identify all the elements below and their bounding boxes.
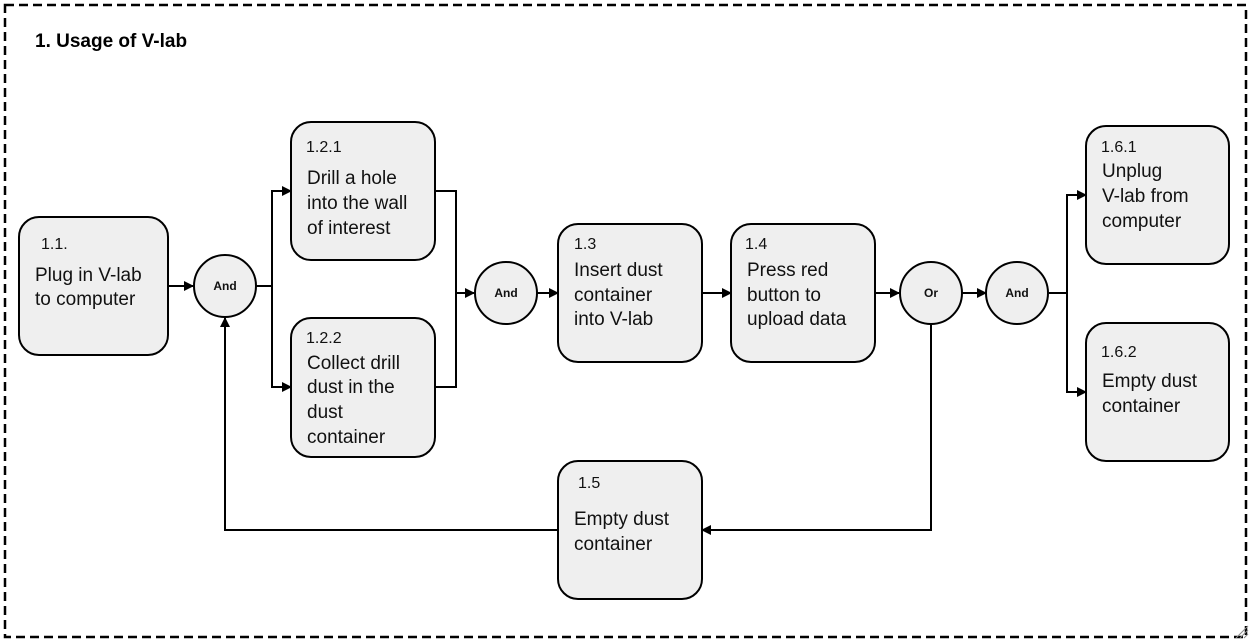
step-number: 1.1. <box>41 236 68 253</box>
step-1-1[interactable]: 1.1. Plug in V-lab to computer <box>18 216 169 356</box>
step-1-6-1[interactable]: 1.6.1 Unplug V-lab from computer <box>1085 125 1230 265</box>
resize-grip-icon[interactable] <box>1235 625 1249 639</box>
step-text-line: container <box>307 427 386 448</box>
step-text-line: container <box>574 285 653 306</box>
step-number: 1.3 <box>574 236 596 253</box>
diagram-frame <box>3 3 1248 639</box>
connector-and1-to-1-2-2 <box>271 286 292 392</box>
step-1-3[interactable]: 1.3 Insert dust container into V-lab <box>557 223 703 363</box>
step-number: 1.4 <box>745 236 767 253</box>
step-number: 1.2.2 <box>306 330 342 347</box>
step-text-line: container <box>1102 396 1181 417</box>
step-number: 1.5 <box>578 475 600 492</box>
step-text-line: V-lab from <box>1102 186 1189 207</box>
gate-label: Or <box>924 286 938 300</box>
step-text-line: dust in the <box>307 377 395 398</box>
step-1-4[interactable]: 1.4 Press red button to upload data <box>730 223 876 363</box>
step-text-line: Empty dust <box>1102 371 1198 392</box>
connector-1-5-to-and1 <box>220 317 558 531</box>
step-text-line: Empty dust <box>574 509 670 530</box>
step-text-line: button to <box>747 285 821 306</box>
connector-and1-to-1-2-1 <box>256 186 292 287</box>
step-text-line: Plug in V-lab <box>35 265 142 286</box>
step-text-line: upload data <box>747 309 847 330</box>
step-1-2-1[interactable]: 1.2.1 Drill a hole into the wall of inte… <box>290 121 436 261</box>
step-1-5[interactable]: 1.5 Empty dust container <box>557 460 703 600</box>
step-text-line: of interest <box>307 218 391 239</box>
step-text-line: container <box>574 534 653 555</box>
step-text-line: to computer <box>35 289 136 310</box>
connector-or-to-1-5 <box>701 325 932 535</box>
step-number: 1.6.1 <box>1101 139 1137 156</box>
connector-and4-to-1-6-1 <box>1049 190 1087 294</box>
connector-and4-to-1-6-2 <box>1066 293 1087 397</box>
gate-and-3[interactable]: And <box>985 261 1049 325</box>
step-text-line: computer <box>1102 211 1182 232</box>
gate-and-1[interactable]: And <box>193 254 257 318</box>
gate-label: And <box>1005 286 1028 300</box>
step-text-line: Collect drill <box>307 353 400 374</box>
step-text-line: Press red <box>747 260 828 281</box>
step-1-2-2[interactable]: 1.2.2 Collect drill dust in the dust con… <box>290 317 436 458</box>
gate-label: And <box>494 286 517 300</box>
step-number: 1.6.2 <box>1101 344 1137 361</box>
step-text-line: Drill a hole <box>307 168 397 189</box>
step-1-6-2[interactable]: 1.6.2 Empty dust container <box>1085 322 1230 462</box>
gate-or[interactable]: Or <box>899 261 963 325</box>
connector-merge-1-2 <box>435 190 457 388</box>
step-number: 1.2.1 <box>306 139 342 156</box>
gate-label: And <box>213 279 236 293</box>
step-text-line: Insert dust <box>574 260 663 281</box>
gate-and-2[interactable]: And <box>474 261 538 325</box>
step-text-line: into the wall <box>307 193 407 214</box>
connectors <box>168 186 1087 535</box>
step-text-line: into V-lab <box>574 309 653 330</box>
diagram-title: 1. Usage of V-lab <box>35 31 187 52</box>
step-text-line: Unplug <box>1102 161 1162 182</box>
step-text-line: dust <box>307 402 344 423</box>
